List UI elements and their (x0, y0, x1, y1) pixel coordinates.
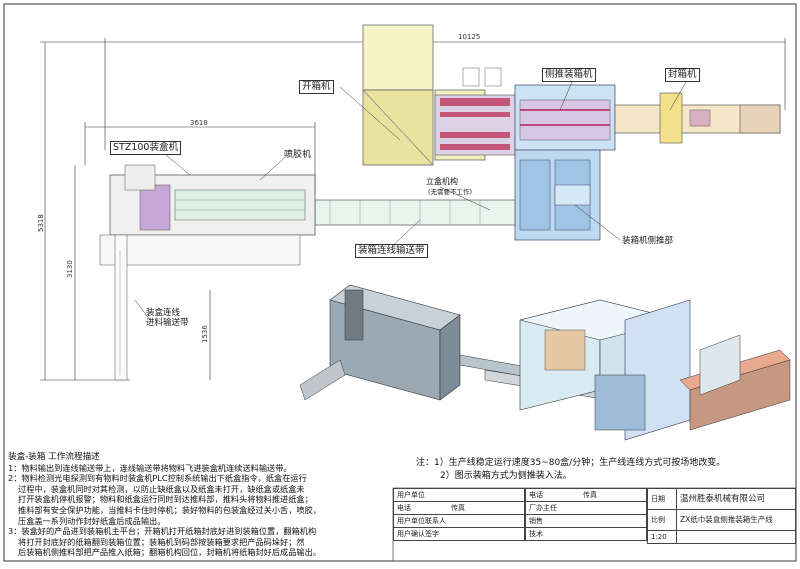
title-block-user: 用户单位 电话 传真 用户单位联系人 用户确认签字 (393, 488, 525, 541)
label-infeed-line-2: 进料输送带 (146, 318, 189, 328)
process-line: 将打开封底好的纸箱翻到装箱位置；装箱机到码部按装箱要求把产品码垛好；然 (18, 536, 305, 547)
callout-side-push-packer: 侧推装箱机 (542, 68, 596, 82)
label-glue-machine: 喷胶机 (284, 150, 312, 160)
process-line: 1：物料输出到连线输送带上，连线输送带将物料飞进装盒机连续送料输送带。 (8, 462, 292, 473)
process-line: 3：装盒好的产品进到装箱机主平台；开箱机打开纸箱封底好进到装箱位置，翻箱机构 (8, 526, 317, 537)
tb-user-confirm: 用户确认签字 (393, 527, 525, 541)
title-block-factory: 电话 传真 厂办主任 销售 技术 (525, 488, 647, 541)
dim-label-3130: 3130 (66, 260, 74, 278)
tb-phone-2: 电话 (529, 491, 543, 499)
tb-drawing-title: ZX纸巾装盒侧推装箱生产线 (676, 509, 796, 531)
dim-label-1536: 1536 (201, 325, 209, 343)
dimension-10125 (104, 38, 786, 150)
isometric-cartoner (299, 284, 461, 401)
note-line-1: 注：1）生产线稳定运行速度35~80盒/分钟；生产线连线方式可按场地改变。 (416, 458, 726, 468)
label-upright-box: 立盒机构 (426, 177, 458, 186)
label-infeed-line-1: 装盒连线 (146, 308, 181, 318)
process-line: 打开装盒机停机报警；物料和纸盒运行同时到达推料部，推料头将物料推进纸盒； (18, 494, 313, 505)
tb-sales: 销售 (525, 514, 647, 528)
tb-phone-fax-2: 电话 传真 (525, 488, 647, 502)
label-upright-box-note: (无需要不工作) (428, 188, 473, 196)
tb-technical: 技术 (525, 527, 647, 541)
process-line: 2：物料检测光电探测到有物料时装盒机PLC控制系统输出下纸盒指令，纸盒在运行 (8, 473, 307, 484)
tb-user-unit: 用户单位 (393, 488, 525, 502)
process-title: 装盒-装箱 工作流程描述 (8, 452, 100, 462)
notes-block: 注：1）生产线稳定运行速度35~80盒/分钟；生产线连线方式可按场地改变。 2）… (416, 457, 725, 483)
tb-factory-director: 厂办主任 (525, 501, 647, 515)
tb-phone: 电话 (397, 504, 411, 512)
callout-packing-conveyor: 装箱连线输送带 (355, 244, 428, 258)
dim-label-3618: 3618 (190, 119, 208, 127)
dim-label-10125: 10125 (458, 33, 481, 41)
tb-user-contact: 用户单位联系人 (393, 514, 525, 528)
callout-case-sealer: 封箱机 (665, 68, 700, 82)
tb-scale-value: 1:20 (647, 530, 677, 544)
title-block-company: 日期 温州胜泰机械有限公司 比例 ZX纸巾装盒侧推装箱生产线 1:20 (647, 488, 796, 544)
tb-scale: 比例 (647, 509, 677, 531)
packing-conveyor-line (314, 199, 516, 226)
isometric-packer (519, 299, 691, 441)
tb-phone-fax: 电话 传真 (393, 501, 525, 515)
tb-company: 温州胜泰机械有限公司 (676, 488, 796, 510)
case-sealer-machine (614, 92, 781, 144)
side-push-packer-machine (514, 84, 616, 241)
process-line: 推料部有安全保护功能，当推料卡住时停机；装好物料的包装盒经过关小舌，喷胶， (18, 504, 321, 515)
tb-fax: 传真 (451, 504, 465, 512)
note-line-2: 2）图示装箱方式为侧推装入法。 (440, 471, 572, 481)
process-line: 后装箱机侧推料部把产品推入纸箱；翻箱机构回位，封箱机将纸箱封好后成品输出。 (18, 547, 321, 558)
callout-cartoner: STZ100装盒机 (110, 141, 181, 155)
process-line: 过程中，装盒机同时对其检测，以防止缺纸盒以及纸盒未打开，缺纸盒或纸盒未 (18, 483, 305, 494)
dim-label-5318: 5318 (37, 214, 45, 232)
callout-box-opener: 开箱机 (299, 80, 334, 94)
tb-fax-2: 传真 (583, 491, 597, 499)
label-packer-side-push: 装箱机侧推部 (622, 236, 674, 246)
process-line: 压盒盖一系列动作封好纸盒后成品输出。 (18, 515, 166, 526)
tb-empty (676, 530, 796, 544)
process-description: 装盒-装箱 工作流程描述 1：物料输出到连线输送带上，连线输送带将物料飞进装盒机… (8, 452, 390, 558)
main-platform-conveyor (434, 94, 516, 156)
tb-date: 日期 (647, 488, 677, 510)
cartoner-machine-side-view (99, 164, 316, 381)
isometric-sealer (679, 334, 791, 431)
